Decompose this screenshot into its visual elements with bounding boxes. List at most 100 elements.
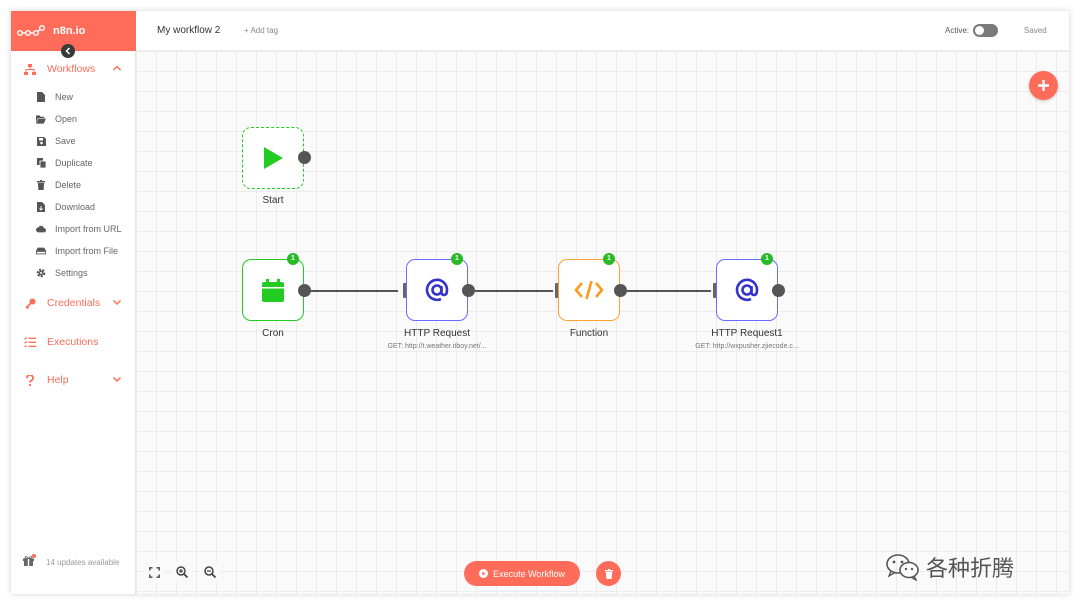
menu-executions[interactable]: Executions — [11, 331, 136, 353]
chevron-left-icon — [65, 47, 71, 55]
node-cron-badge: 1 — [287, 253, 299, 265]
menu-item-download[interactable]: Download — [11, 197, 136, 217]
code-icon — [574, 280, 604, 300]
menu-item-import-url[interactable]: Import from URL — [11, 219, 136, 239]
play-circle-icon — [479, 569, 489, 578]
sitemap-icon — [24, 63, 36, 75]
node-http-request1-subtitle: GET: http://wxpusher.zjiecode.c... — [695, 343, 799, 350]
gift-icon — [23, 556, 34, 566]
trash-icon — [37, 180, 45, 190]
n8n-app-window: n8n.io Workflows New Open — [11, 11, 1069, 594]
output-port[interactable] — [614, 284, 627, 297]
node-http-request1[interactable]: 1 — [716, 253, 778, 321]
updates-notice[interactable]: 14 updates available — [23, 554, 120, 568]
node-cron[interactable]: 1 — [242, 253, 304, 321]
node-http-request1-label: HTTP Request1 — [711, 328, 783, 339]
add-tag-link[interactable]: + Add tag — [244, 26, 279, 35]
updates-label: 14 updates available — [46, 557, 120, 567]
zoom-in-icon — [176, 566, 188, 578]
node-function[interactable]: 1 — [558, 253, 620, 321]
menu-item-open-label: Open — [55, 114, 78, 124]
node-http-request[interactable]: 1 — [406, 253, 468, 321]
wechat-icon — [886, 554, 919, 581]
connection-cron-http[interactable] — [310, 290, 398, 292]
node-http-request1-badge: 1 — [761, 253, 773, 265]
watermark-text: 各种折腾 — [926, 557, 1015, 582]
node-http-request-subtitle: GET: http://t.weather.itboy.net/... — [387, 343, 487, 350]
node-http-request-label: HTTP Request — [404, 328, 470, 339]
zoom-out-icon — [204, 566, 216, 578]
chevron-up-icon — [112, 65, 122, 71]
menu-item-save-label: Save — [55, 136, 76, 146]
menu-item-delete-label: Delete — [55, 180, 82, 190]
fit-view-button[interactable] — [144, 562, 164, 582]
key-icon — [24, 298, 35, 309]
execute-workflow-button[interactable]: Execute Workflow — [464, 561, 580, 586]
saved-status: Saved — [1024, 26, 1047, 35]
wechat-watermark: 各种折腾 — [886, 551, 1014, 583]
output-port[interactable] — [462, 284, 475, 297]
active-label: Active: — [945, 26, 970, 35]
output-port[interactable] — [772, 284, 785, 297]
file-download-icon — [37, 202, 45, 212]
workflow-name[interactable]: My workflow 2 — [157, 25, 221, 36]
menu-item-import-file[interactable]: Import from File — [11, 241, 136, 261]
zoom-in-button[interactable] — [172, 562, 192, 582]
zoom-out-button[interactable] — [200, 562, 220, 582]
menu-item-delete[interactable]: Delete — [11, 175, 136, 195]
output-port[interactable] — [298, 151, 311, 164]
menu-workflows[interactable]: Workflows — [11, 58, 136, 80]
node-start[interactable] — [242, 127, 304, 189]
workflow-canvas[interactable]: Start 1 Cron 1 HTTP Request GET: http://… — [136, 51, 1069, 594]
menu-item-import-url-label: Import from URL — [55, 224, 122, 234]
menu-item-new[interactable]: New — [11, 87, 136, 107]
gear-icon — [36, 268, 46, 278]
menu-item-download-label: Download — [55, 202, 96, 212]
expand-icon — [148, 566, 160, 578]
menu-credentials[interactable]: Credentials — [11, 292, 136, 314]
menu-item-duplicate[interactable]: Duplicate — [11, 153, 136, 173]
menu-credentials-label: Credentials — [47, 297, 101, 309]
tasks-icon — [24, 337, 36, 347]
connection-function-http1[interactable] — [627, 290, 711, 292]
menu-item-import-file-label: Import from File — [55, 246, 119, 256]
chevron-down-icon — [112, 299, 122, 306]
menu-item-settings-label: Settings — [55, 268, 88, 278]
menu-item-new-label: New — [55, 92, 74, 102]
copy-icon — [36, 158, 46, 168]
menu-item-duplicate-label: Duplicate — [55, 158, 93, 168]
node-cron-label: Cron — [262, 328, 284, 339]
node-http-request-badge: 1 — [451, 253, 463, 265]
update-dot — [32, 554, 36, 558]
menu-help[interactable]: Help — [11, 369, 136, 391]
cloud-icon — [36, 225, 46, 233]
save-icon — [36, 136, 46, 146]
menu-executions-label: Executions — [47, 336, 99, 348]
sidebar: n8n.io Workflows New Open — [11, 11, 136, 594]
menu-item-open[interactable]: Open — [11, 109, 136, 129]
toggle-knob — [975, 26, 984, 35]
n8n-logo-icon — [17, 25, 45, 36]
menu-help-label: Help — [47, 374, 69, 386]
menu-item-settings[interactable]: Settings — [11, 263, 136, 283]
clear-canvas-button[interactable] — [596, 561, 621, 586]
logo-bar[interactable]: n8n.io — [11, 11, 136, 51]
header-bar: My workflow 2 + Add tag Active: Saved — [136, 11, 1069, 51]
folder-open-icon — [36, 114, 46, 124]
connection-http-function[interactable] — [475, 290, 553, 292]
chevron-down-icon — [112, 376, 122, 383]
node-function-badge: 1 — [603, 253, 615, 265]
menu-item-save[interactable]: Save — [11, 131, 136, 151]
execute-workflow-label: Execute Workflow — [493, 568, 565, 579]
node-function-label: Function — [569, 328, 609, 339]
trash-icon — [604, 568, 613, 579]
canvas-controls — [144, 562, 228, 582]
collapse-sidebar-button[interactable] — [61, 44, 75, 58]
output-port[interactable] — [298, 284, 311, 297]
question-icon — [26, 374, 34, 386]
file-icon — [37, 92, 45, 102]
add-node-button[interactable] — [1029, 71, 1058, 100]
menu-workflows-label: Workflows — [47, 63, 96, 75]
brand-name: n8n.io — [53, 25, 86, 37]
active-toggle[interactable] — [973, 24, 998, 37]
